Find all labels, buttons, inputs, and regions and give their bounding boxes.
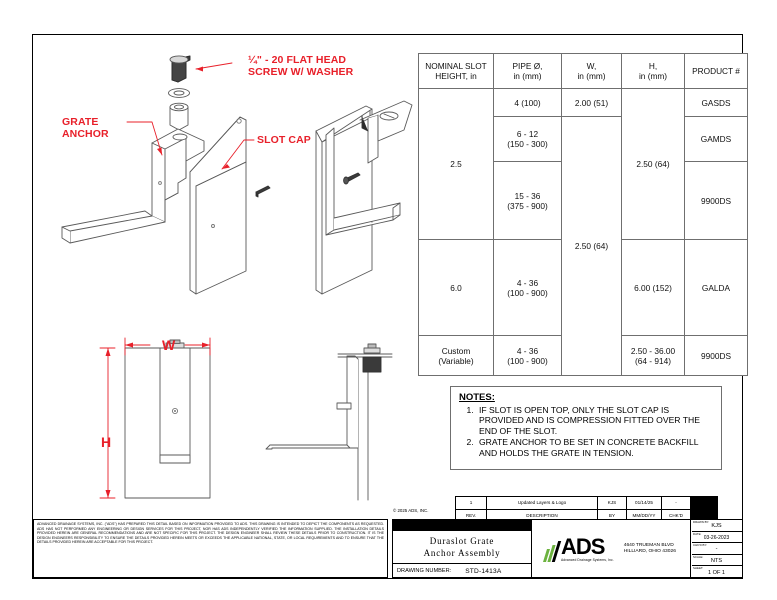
title-block-bar [393, 520, 532, 531]
field-drawn-by-value: KJS [711, 523, 722, 530]
revision-date: 01/14/25 [626, 496, 662, 510]
assembled-anchor-slot-cap [315, 100, 413, 295]
cell-pipe-6-12: 6 - 12 (150 - 300) [493, 116, 562, 162]
annotation-grate-anchor-line1: GRATE [62, 116, 99, 128]
company-name: ADS [560, 533, 605, 559]
col-w: W, in (mm) [561, 53, 622, 89]
col-product-number: PRODUCT # [684, 53, 748, 89]
field-scale: SCALE: NTS [692, 555, 743, 567]
copyright-notice: © 2025 ADS, INC. [393, 508, 429, 513]
title-block-fields: DRAWN BY: KJS DATE: 03-26-2023 CHK'D BY:… [692, 520, 743, 578]
table-row: Custom (Variable) 4 - 36 (100 - 900) 2.5… [418, 335, 748, 376]
revision-description: Updated Layers & Logo [486, 496, 598, 510]
cell-product-9900ds: 9900DS [684, 161, 748, 240]
field-scale-value: NTS [710, 557, 723, 564]
note-item: GRATE ANCHOR TO BE SET IN CONCRETE BACKF… [476, 437, 713, 458]
address-line2: HILLIARD, OHIO 43026 [623, 549, 676, 554]
notes-box: NOTES: IF SLOT IS OPEN TOP, ONLY THE SLO… [450, 386, 722, 470]
field-drawn-by: DRAWN BY: KJS [692, 520, 743, 532]
field-chkd-by: CHK'D BY: - [692, 543, 743, 555]
annotation-grate-anchor: GRATE ANCHOR [62, 116, 109, 140]
specification-table: NOMINAL SLOT HEIGHT, in PIPE Ø, in (mm) … [418, 53, 748, 376]
ads-logo-icon: ADS Advanced Drainage Systems, Inc. [543, 533, 614, 562]
drawing-title-line2: Anchor Assembly [423, 548, 501, 558]
table-row: 15 - 36 (375 - 900) 9900DS [419, 161, 748, 240]
leader-lines [126, 62, 255, 170]
side-view [265, 343, 393, 501]
revision-entry-row: 1 Updated Layers & Logo KJS 01/14/25 - [455, 496, 718, 510]
dimension-label-h: H [101, 434, 112, 450]
cell-pipe-15-36: 15 - 36 (375 - 900) [493, 161, 562, 240]
col-h: H, in (mm) [621, 53, 685, 89]
pin-icon [255, 185, 271, 198]
revision-number: 1 [455, 496, 487, 510]
col-pipe-diameter: PIPE Ø, in (mm) [493, 53, 562, 89]
cell-pipe-4-36-a: 4 - 36 (100 - 900) [493, 239, 562, 336]
annotation-grate-anchor-line2: ANCHOR [62, 128, 109, 140]
address-line1: 4640 TRUEMAN BLVD [623, 542, 674, 548]
cell-nominal-custom: Custom (Variable) [418, 335, 494, 376]
cell-h-6.00: 6.00 (152) [621, 239, 685, 336]
annotation-screw: ¼" - 20 FLAT HEAD SCREW W/ WASHER [248, 54, 353, 78]
notes-list: IF SLOT IS OPEN TOP, ONLY THE SLOT CAP I… [459, 405, 713, 458]
field-sheet-label: SHEET: [693, 566, 704, 571]
dimension-label-w: W [162, 337, 176, 353]
cell-w-shared: 2.50 (64) [561, 116, 622, 376]
note-item: IF SLOT IS OPEN TOP, ONLY THE SLOT CAP I… [476, 405, 713, 436]
anchor-sleeve [169, 102, 189, 131]
dimension-lines [99, 337, 211, 499]
field-date: DATE: 03-26-2023 [692, 532, 743, 544]
field-sheet-value: 1 OF 1 [707, 569, 726, 576]
title-block: Duraslot Grate Anchor Assembly DRAWING N… [392, 519, 743, 578]
field-chkd-by-value: - [715, 546, 718, 553]
field-date-label: DATE: [693, 531, 702, 536]
legal-disclaimer: ADVANCED DRAINAGE SYSTEMS, INC. ("ADS") … [33, 519, 388, 578]
table-row: 6 - 12 (150 - 300) 2.50 (64) GAMDS [419, 116, 748, 376]
company-tagline: Advanced Drainage Systems, Inc. [560, 557, 614, 562]
grate-anchor-body [61, 128, 205, 244]
revision-block: 1 Updated Layers & Logo KJS 01/14/25 - R… [455, 496, 718, 523]
company-logo-block: ADS Advanced Drainage Systems, Inc. 4640… [533, 520, 691, 578]
annotation-slot-cap-text: SLOT CAP [257, 134, 311, 146]
revision-filler [690, 496, 718, 510]
logo-slashes-icon [543, 540, 562, 562]
drawing-number-value: STD-1413A [465, 567, 502, 575]
field-scale-label: SCALE: [693, 554, 704, 559]
revision-chkd: - [661, 496, 691, 510]
field-sheet: SHEET: 1 OF 1 [692, 566, 743, 578]
cell-pipe-4-36-b: 4 - 36 (100 - 900) [493, 335, 562, 376]
cell-product-9900ds-custom: 9900DS [684, 335, 748, 376]
front-view [124, 339, 211, 499]
company-address: 4640 TRUEMAN BLVD HILLIARD, OHIO 43026 [624, 543, 676, 555]
annotation-slot-cap: SLOT CAP [257, 134, 311, 146]
drawing-number-label: DRAWING NUMBER: [397, 568, 452, 574]
drawing-number-row: DRAWING NUMBER: STD-1413A [393, 564, 532, 578]
cell-nominal-6.0: 6.0 [418, 239, 494, 336]
slot-cap-body [189, 116, 247, 295]
drawing-title-line1: Duraslot Grate [429, 536, 495, 546]
field-drawn-by-label: DRAWN BY: [693, 520, 710, 524]
table-header-row: NOMINAL SLOT HEIGHT, in PIPE Ø, in (mm) … [418, 53, 748, 89]
cell-product-gasds: GASDS [684, 88, 748, 117]
annotation-screw-line2: SCREW W/ WASHER [248, 66, 354, 78]
washer-icon [168, 88, 190, 98]
cell-pipe-4: 4 (100) [493, 88, 562, 117]
revision-by: KJS [597, 496, 627, 510]
col-nominal-slot-height: NOMINAL SLOT HEIGHT, in [418, 53, 494, 89]
field-chkd-by-label: CHK'D BY: [693, 543, 708, 548]
cell-product-gamds: GAMDS [684, 116, 748, 162]
cell-w-2.00: 2.00 (51) [561, 88, 622, 117]
cell-h-custom: 2.50 - 36.00 (64 - 914) [621, 335, 685, 376]
notes-title: NOTES: [459, 392, 495, 403]
annotation-screw-line1: ¼" - 20 FLAT HEAD [248, 54, 347, 66]
table-row: 2.5 4 (100) 2.00 (51) 2.50 (64) GASDS [418, 88, 748, 240]
drawing-title: Duraslot Grate Anchor Assembly [393, 531, 532, 564]
table-row: 6.0 4 - 36 (100 - 900) 6.00 (152) GALDA [418, 239, 748, 336]
cell-h-2.50: 2.50 (64) [621, 88, 685, 240]
cell-nominal-2.5: 2.5 [418, 88, 494, 240]
field-date-value: 03-26-2023 [703, 534, 730, 541]
cell-product-galda: GALDA [684, 239, 748, 336]
flat-head-screw-icon [169, 55, 191, 83]
